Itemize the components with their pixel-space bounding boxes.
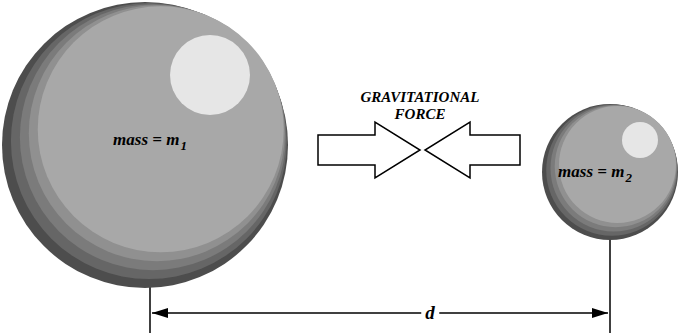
- force-arrow: [318, 122, 420, 178]
- dimension-label: d: [421, 302, 439, 324]
- sphere-shading: [542, 104, 678, 240]
- sphere-shading: [20, 4, 286, 270]
- dimension-arrowhead: [592, 308, 608, 318]
- mass-subscript: 1: [180, 138, 187, 153]
- dimension-line: [152, 312, 608, 314]
- mass-label: mass = m1: [113, 130, 187, 150]
- sphere-shading: [555, 106, 677, 228]
- force-label: GRAVITATIONAL FORCE: [350, 89, 490, 124]
- sphere-shading: [11, 3, 287, 279]
- mass-label: mass = m2: [558, 162, 632, 182]
- mass-sphere: mass = m1: [2, 2, 288, 288]
- mass-text: mass = m: [113, 130, 179, 149]
- sphere-shading: [2, 2, 288, 288]
- sphere-shading: [546, 105, 677, 236]
- mass-text: mass = m: [558, 162, 624, 181]
- dimension-arrowhead: [152, 308, 168, 318]
- sphere-highlight: [170, 35, 250, 115]
- mass-subscript: 2: [625, 170, 632, 185]
- mass-sphere: mass = m2: [542, 104, 678, 240]
- force-arrow: [425, 122, 520, 178]
- sphere-shading: [551, 105, 677, 231]
- sphere-shading: [38, 6, 284, 252]
- sphere-shading: [29, 5, 285, 261]
- sphere-highlight: [622, 122, 658, 158]
- sphere-shading: [559, 106, 676, 223]
